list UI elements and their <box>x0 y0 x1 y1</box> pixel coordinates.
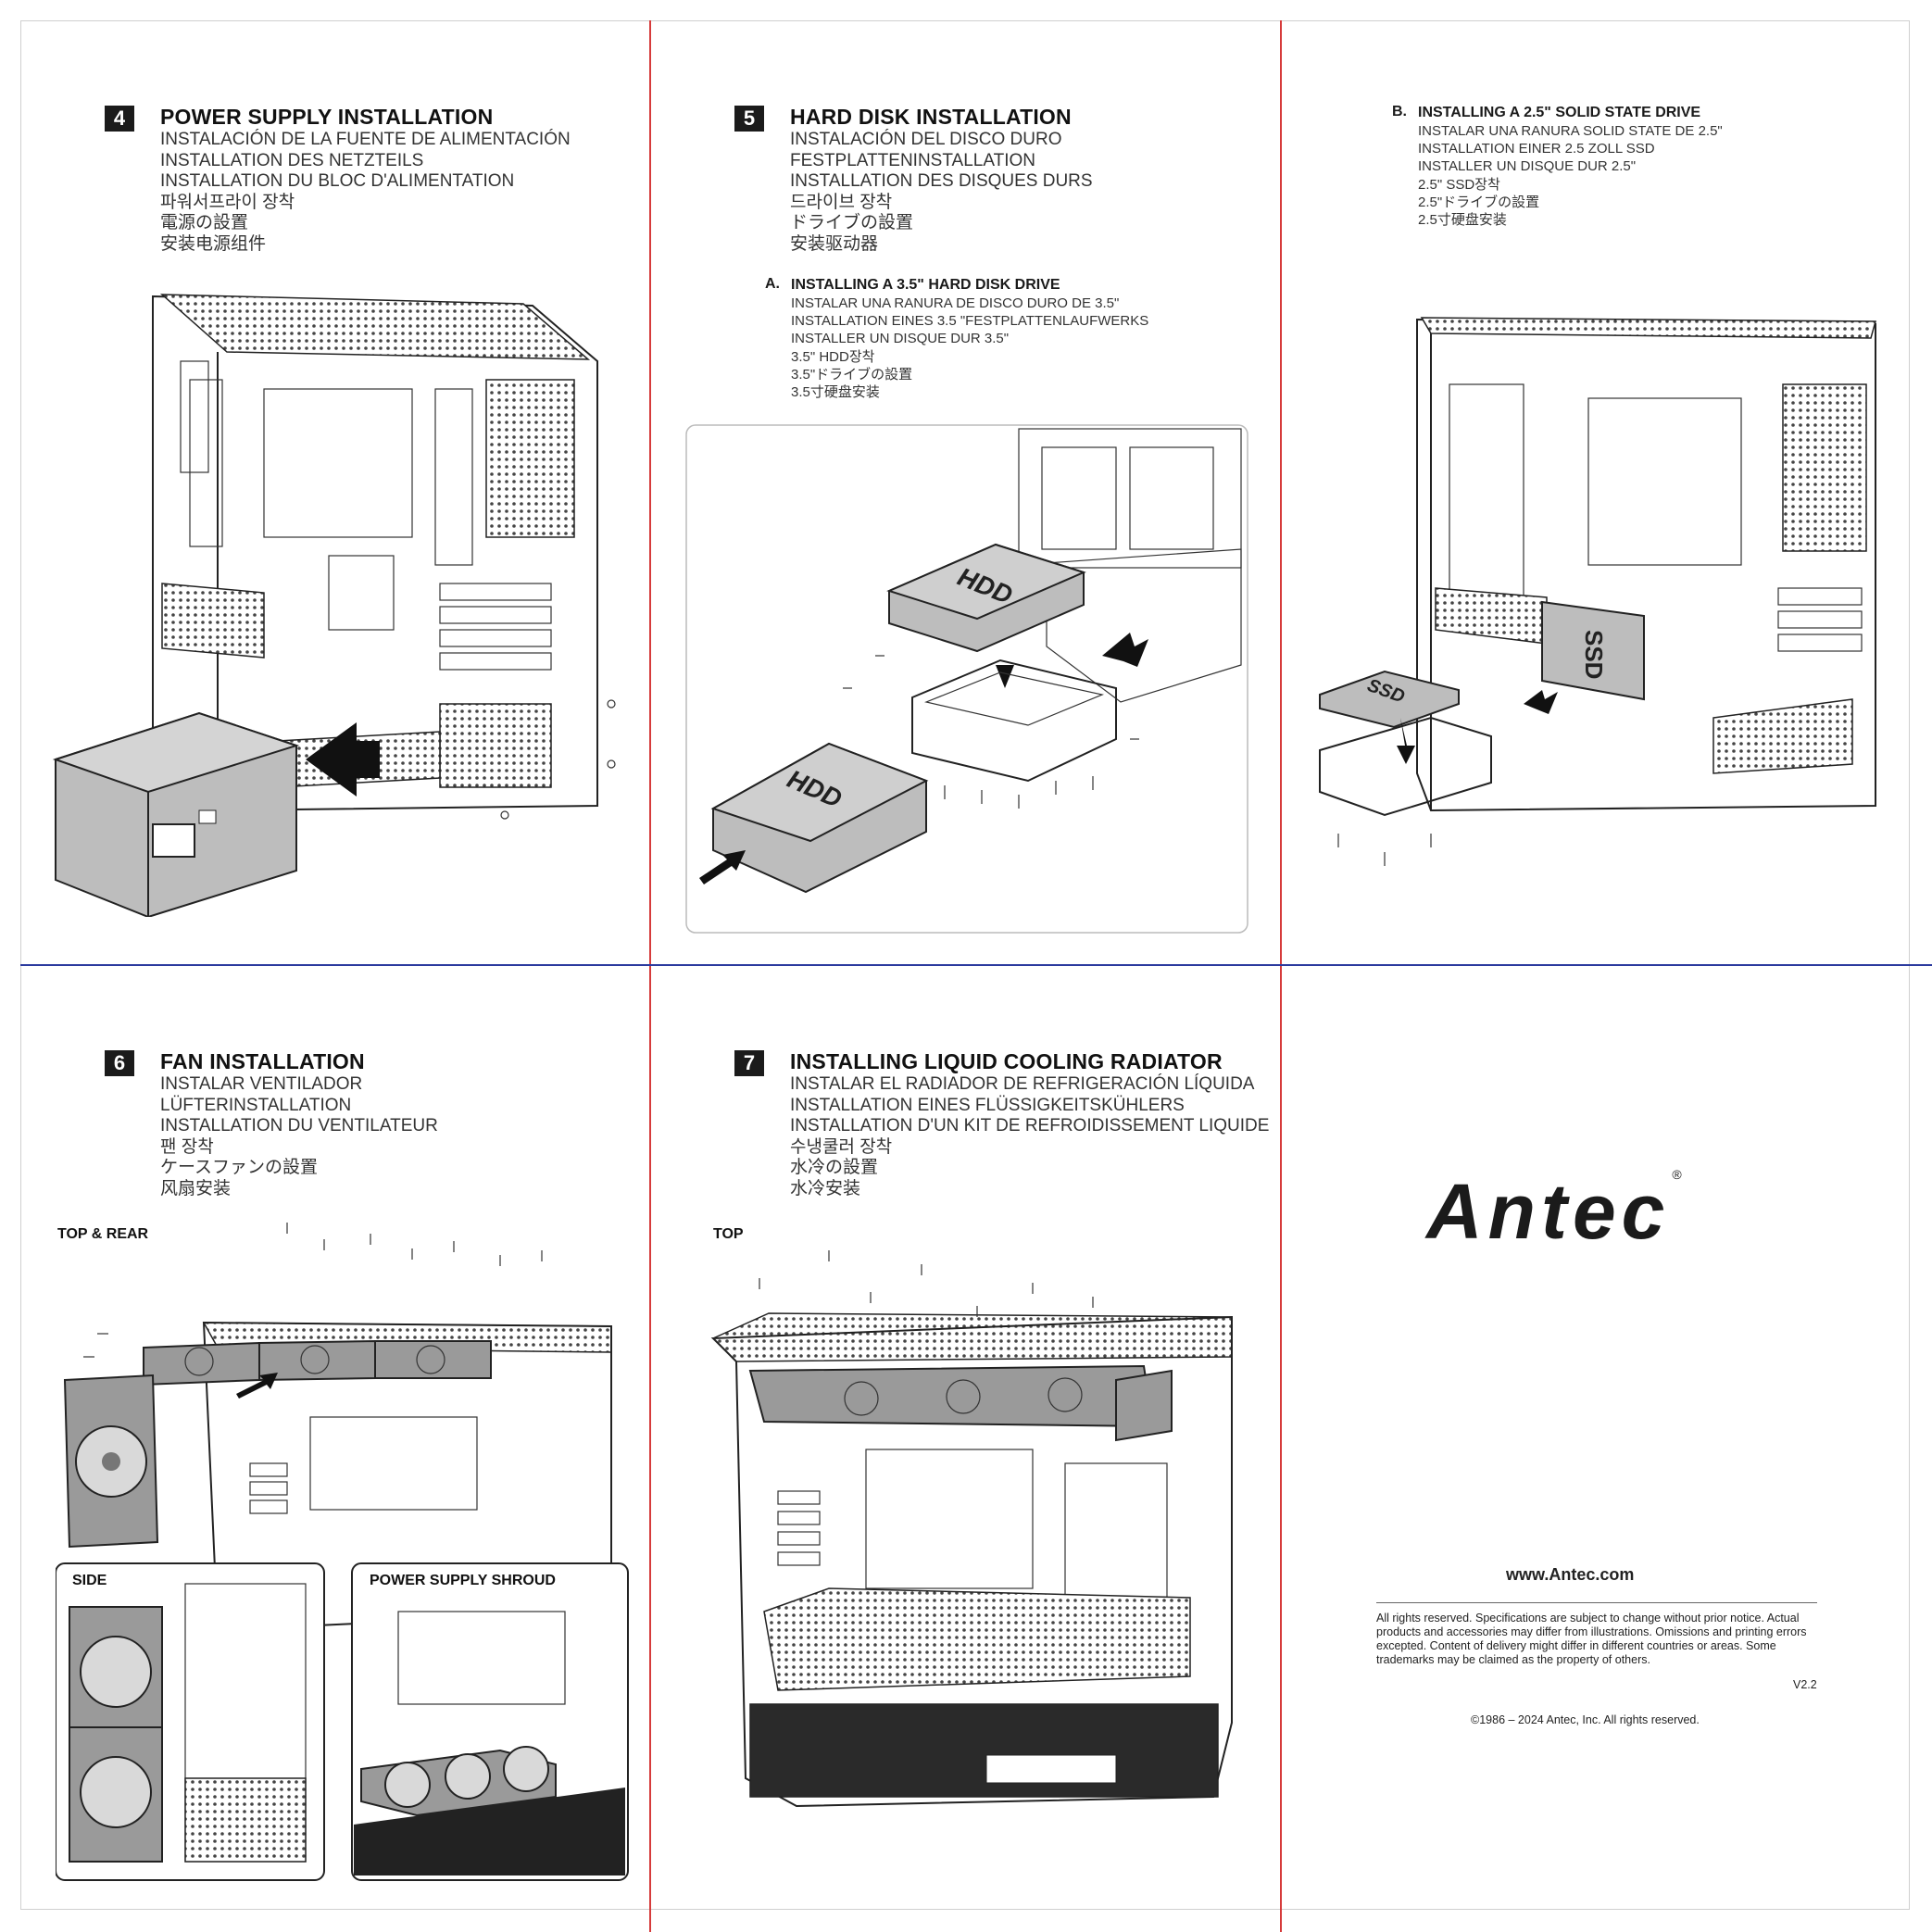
subsection-letter: B. <box>1392 104 1407 119</box>
sub-line-zh: 2.5寸硬盘安装 <box>1418 212 1507 229</box>
title-line-ko: 파워서프라이 장착 <box>160 192 295 212</box>
step-number: 6 <box>105 1050 134 1076</box>
section-header: 5 HARD DISK INSTALLATION INSTALACIÓN DEL… <box>734 104 1093 255</box>
sub-line-es: INSTALAR UNA RANURA SOLID STATE DE 2.5" <box>1418 123 1723 139</box>
title-line-ja: ドライブの設置 <box>790 213 914 232</box>
title-line-fr: INSTALLATION D'UN KIT DE REFROIDISSEMENT… <box>790 1116 1270 1135</box>
sub-line-de: INSTALLATION EINES 3.5 "FESTPLATTENLAUFW… <box>791 313 1149 330</box>
title-line-de: INSTALLATION EINES FLÜSSIGKEITSKÜHLERS <box>790 1095 1185 1115</box>
title-line-ja: 水冷の設置 <box>790 1158 879 1177</box>
radiator-illustration <box>709 1241 1241 1815</box>
title-line-es: INSTALACIÓN DE LA FUENTE DE ALIMENTACIÓN <box>160 130 571 149</box>
title-line-ko: 수냉쿨러 장착 <box>790 1136 893 1157</box>
section-header: 7 INSTALLING LIQUID COOLING RADIATOR INS… <box>734 1048 1269 1199</box>
title-line-zh: 安装驱动器 <box>790 233 879 254</box>
fan-illustration <box>56 1223 630 1882</box>
step-number: 7 <box>734 1050 764 1076</box>
website-link[interactable]: www.Antec.com <box>1506 1565 1635 1584</box>
title-line-ja: ケースファンの設置 <box>160 1158 319 1177</box>
title-line-ko: 팬 장착 <box>160 1136 214 1157</box>
section-title: POWER SUPPLY INSTALLATION <box>160 105 494 129</box>
tag-top-rear: TOP & REAR <box>57 1226 149 1242</box>
section-header: 6 FAN INSTALLATION INSTALAR VENTILADOR L… <box>105 1048 438 1199</box>
sub-line-ja: 3.5"ドライブの設置 <box>791 366 913 383</box>
section-liquid-cooling: 7 INSTALLING LIQUID COOLING RADIATOR INS… <box>734 1048 1269 1199</box>
title-line-fr: INSTALLATION DU BLOC D'ALIMENTATION <box>160 171 515 191</box>
section-title: HARD DISK INSTALLATION <box>790 105 1072 129</box>
version-label: V2.2 <box>1793 1678 1817 1691</box>
section-header: 4 POWER SUPPLY INSTALLATION INSTALACIÓN … <box>105 104 571 255</box>
title-line-de: FESTPLATTENINSTALLATION <box>790 150 1035 170</box>
tag-top: TOP <box>713 1226 744 1242</box>
antec-logo: Antec® <box>1426 1167 1682 1257</box>
section-title: INSTALLING LIQUID COOLING RADIATOR <box>790 1049 1223 1073</box>
fold-line-left <box>649 20 651 1932</box>
ssd-label-upright: SSD <box>1580 630 1608 679</box>
subsection-hdd: A. INSTALLING A 3.5" HARD DISK DRIVE INS… <box>765 276 1148 401</box>
divider <box>1376 1602 1817 1603</box>
legal-notice: All rights reserved. Specifications are … <box>1376 1612 1807 1666</box>
ssd-illustration: SSD SSD <box>1315 310 1889 875</box>
copyright-notice: ©1986 – 2024 Antec, Inc. All rights rese… <box>1471 1713 1700 1726</box>
sub-line-fr: INSTALLER UN DISQUE DUR 2.5" <box>1418 158 1637 175</box>
sub-line-fr: INSTALLER UN DISQUE DUR 3.5" <box>791 331 1010 347</box>
tag-power-supply-shroud: POWER SUPPLY SHROUD <box>370 1573 556 1588</box>
sub-line-es: INSTALAR UNA RANURA DE DISCO DURO DE 3.5… <box>791 295 1120 311</box>
title-line-zh: 风扇安装 <box>160 1178 232 1198</box>
subsection-letter: A. <box>765 276 780 292</box>
section-title: FAN INSTALLATION <box>160 1049 365 1073</box>
section-hard-disk: 5 HARD DISK INSTALLATION INSTALACIÓN DEL… <box>734 104 1093 255</box>
title-line-ja: 電源の設置 <box>160 213 249 232</box>
subsection-title: INSTALLING A 3.5" HARD DISK DRIVE <box>791 277 1060 293</box>
sub-line-ko: 2.5" SSD장착 <box>1418 176 1500 193</box>
psu-illustration <box>51 278 634 917</box>
title-line-de: LÜFTERINSTALLATION <box>160 1095 352 1115</box>
section-fan: 6 FAN INSTALLATION INSTALAR VENTILADOR L… <box>105 1048 438 1199</box>
fold-line-right <box>1280 20 1282 1932</box>
sub-line-ja: 2.5"ドライブの設置 <box>1418 194 1540 210</box>
tag-side: SIDE <box>72 1573 107 1588</box>
logo-wordmark: Antec <box>1426 1168 1671 1255</box>
title-line-es: INSTALACIÓN DEL DISCO DURO <box>790 130 1062 149</box>
title-line-de: INSTALLATION DES NETZTEILS <box>160 150 424 170</box>
sub-line-de: INSTALLATION EINER 2.5 ZOLL SSD <box>1418 141 1655 157</box>
title-line-zh: 安装电源组件 <box>160 233 267 254</box>
subsection-header: B. INSTALLING A 2.5" SOLID STATE DRIVE I… <box>1392 104 1723 229</box>
sub-line-ko: 3.5" HDD장착 <box>791 348 875 365</box>
title-line-fr: INSTALLATION DES DISQUES DURS <box>790 171 1093 191</box>
title-line-fr: INSTALLATION DU VENTILATEUR <box>160 1116 438 1135</box>
title-line-zh: 水冷安装 <box>790 1178 861 1198</box>
section-power-supply: 4 POWER SUPPLY INSTALLATION INSTALACIÓN … <box>105 104 571 255</box>
subsection-header: A. INSTALLING A 3.5" HARD DISK DRIVE INS… <box>765 276 1148 401</box>
registered-mark: ® <box>1672 1167 1682 1182</box>
subsection-ssd: B. INSTALLING A 2.5" SOLID STATE DRIVE I… <box>1392 104 1723 229</box>
fold-line-horizontal <box>20 964 1932 966</box>
title-line-ko: 드라이브 장착 <box>790 192 893 212</box>
title-line-es: INSTALAR VENTILADOR <box>160 1074 363 1094</box>
sub-line-zh: 3.5寸硬盘安装 <box>791 384 880 401</box>
step-number: 5 <box>734 106 764 132</box>
title-line-es: INSTALAR EL RADIADOR DE REFRIGERACIÓN LÍ… <box>790 1074 1255 1094</box>
hdd-illustration: HDD HDD <box>685 424 1248 935</box>
step-number: 4 <box>105 106 134 132</box>
subsection-title: INSTALLING A 2.5" SOLID STATE DRIVE <box>1418 105 1701 120</box>
